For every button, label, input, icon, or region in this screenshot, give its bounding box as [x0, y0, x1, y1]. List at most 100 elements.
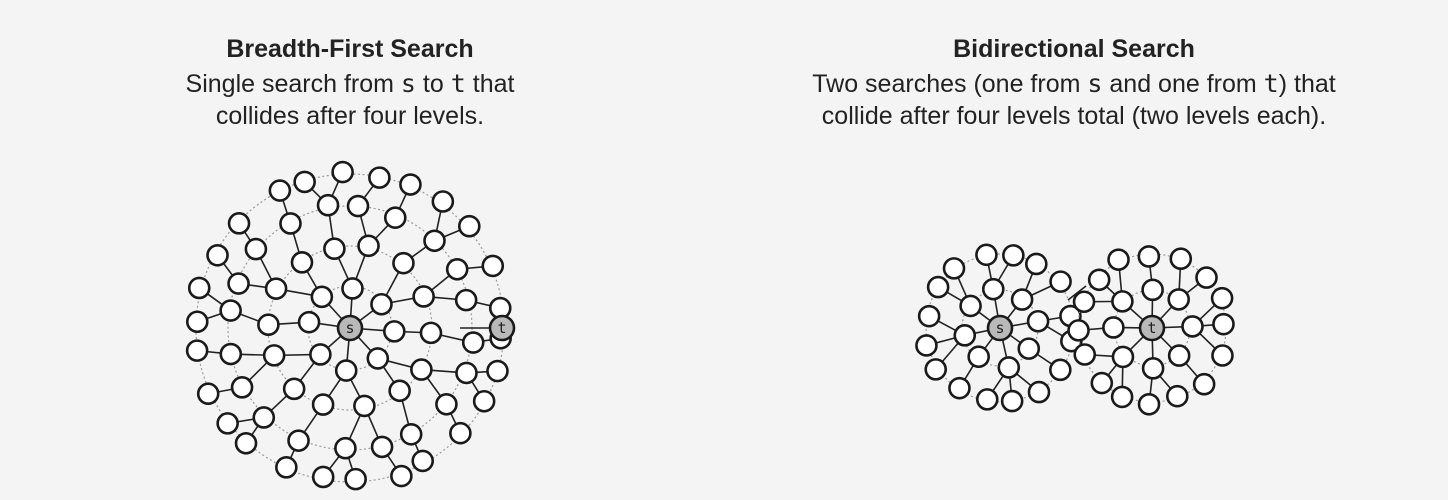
graph-node: [1169, 247, 1193, 271]
graph-node: [216, 412, 239, 435]
graph-node: [967, 345, 990, 369]
graph-node: [196, 382, 220, 406]
graph-node: [1211, 344, 1234, 367]
graph-node: [1102, 316, 1125, 339]
graph-node: [388, 379, 411, 403]
bfs-description: Single search from s to t that collides …: [0, 68, 700, 132]
bidi-desc-part: and one from: [1102, 70, 1264, 98]
graph-node: [412, 285, 435, 308]
graph-node: [244, 237, 268, 261]
graph-node: [234, 431, 258, 455]
graph-node: [975, 243, 998, 267]
bfs-desc-part: Single search from: [185, 70, 401, 98]
source-search-tree: s: [915, 243, 1087, 413]
graph-node: [268, 179, 292, 202]
graph-node: [981, 277, 1005, 301]
graph-node: [1067, 319, 1090, 342]
graph-node: [1165, 384, 1189, 408]
bfs-desc-part: to: [415, 70, 451, 98]
bfs-desc-part: that: [465, 70, 515, 98]
source-node: [986, 314, 1014, 342]
bfs-title: Breadth-First Search: [226, 35, 474, 63]
graph-node: [942, 257, 966, 280]
graph-node: [486, 359, 509, 383]
graph-node: [423, 229, 446, 253]
graph-node: [997, 356, 1021, 379]
bidi-desc-part: ) that: [1278, 70, 1336, 98]
graph-node: [915, 334, 938, 357]
graph-node: [309, 343, 332, 366]
graph-node: [1027, 380, 1051, 404]
graph-node: [257, 313, 280, 337]
graph-node: [959, 294, 982, 318]
graph-node: [1002, 244, 1025, 267]
graph-node: [1192, 372, 1216, 396]
graph-node: [185, 339, 209, 362]
nodes: s: [915, 243, 1083, 413]
bfs-desc-t: t: [450, 69, 466, 98]
graph-node: [1181, 315, 1204, 338]
graph-node: [316, 193, 340, 217]
graph-node: [410, 358, 433, 381]
graph-node: [287, 429, 310, 452]
graph-node: [924, 358, 948, 381]
graph-node: [341, 277, 364, 300]
graph-node: [264, 277, 288, 300]
graph-node: [1024, 252, 1048, 276]
graph-node: [419, 321, 443, 345]
graph-node: [282, 377, 306, 401]
graph-node: [917, 304, 941, 328]
graph-node: [279, 212, 302, 235]
graph-node: [449, 421, 472, 445]
graph-node: [310, 285, 334, 309]
graph-node: [344, 467, 367, 491]
graph-node: [1111, 345, 1135, 369]
source-node: [336, 314, 364, 342]
source-node-label: s: [345, 319, 354, 337]
graph-node: [227, 272, 250, 295]
graph-node: [357, 234, 380, 258]
graph-node: [334, 436, 357, 460]
graph-node: [1072, 290, 1096, 314]
graph-node: [1026, 309, 1050, 333]
graph-node: [454, 288, 478, 312]
graph-node: [435, 392, 458, 416]
graph-node: [392, 251, 415, 275]
graph-node: [926, 275, 950, 299]
graph-node: [1167, 344, 1191, 367]
graph-node: [275, 456, 298, 479]
graph-node: [1107, 248, 1130, 271]
graph-node: [366, 347, 390, 370]
graph-node: [206, 243, 229, 267]
graph-node: [445, 257, 469, 281]
graph-node: [311, 465, 335, 489]
graph-node: [1137, 392, 1161, 416]
graph-node: [1049, 270, 1072, 293]
bfs-panel: Breadth-First Search Single search from …: [0, 0, 700, 132]
graph-node: [1212, 312, 1235, 336]
graph-node: [1073, 343, 1097, 366]
graph-node: [1195, 266, 1218, 289]
bfs-desc-s: s: [400, 69, 416, 98]
graph-node: [252, 406, 276, 429]
graph-node: [219, 299, 242, 322]
graph-node: [1141, 278, 1164, 302]
graph-node: [472, 389, 496, 413]
graph-node: [1141, 357, 1165, 380]
graph-node: [185, 310, 209, 334]
graph-node: [1111, 290, 1134, 313]
bidi-desc-t: t: [1263, 69, 1279, 98]
graph-node: [1210, 286, 1234, 310]
graph-node: [311, 393, 335, 416]
graph-node: [953, 324, 977, 347]
graph-node: [1110, 385, 1134, 409]
graph-node: [219, 342, 243, 366]
graph-node: [383, 320, 406, 343]
graph-node: [390, 464, 413, 488]
graph-node: [227, 212, 251, 235]
nodes: t: [1067, 245, 1235, 416]
graph-node: [1087, 268, 1111, 292]
graph-node: [368, 166, 391, 189]
